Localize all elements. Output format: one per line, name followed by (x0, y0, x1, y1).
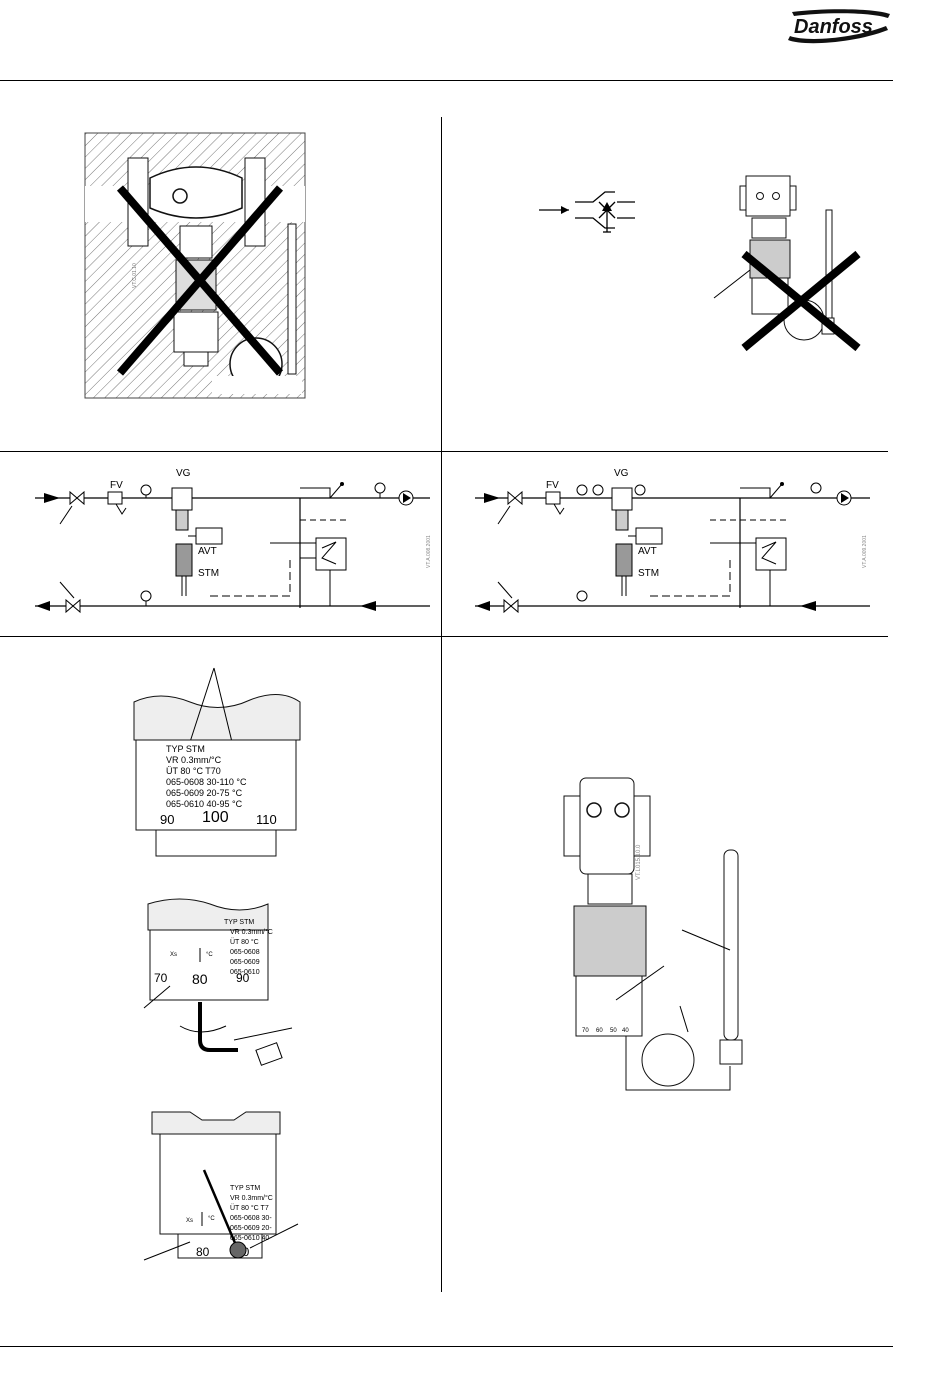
header-rule (0, 80, 893, 81)
svg-text:VT.A.008.2001: VT.A.008.2001 (426, 535, 432, 568)
insulation-installation-figure: VT.C.01.10 (84, 132, 306, 399)
setting-dial-top: TYP STM VR 0.3mm/°C ÜT 80 °C T70 065-060… (133, 667, 301, 857)
svg-text:VR 0.3mm/°C: VR 0.3mm/°C (230, 1194, 273, 1202)
svg-text:TYP STM: TYP STM (230, 1185, 260, 1192)
svg-text:VG: VG (176, 468, 191, 479)
svg-text:VR 0.3mm/°C: VR 0.3mm/°C (230, 928, 273, 936)
svg-text:°C: °C (208, 1216, 215, 1222)
svg-text:065-0610 40-: 065-0610 40- (230, 1235, 272, 1242)
svg-text:70: 70 (582, 1028, 589, 1034)
cross-line-2 (116, 185, 284, 376)
valve-flow-symbol (539, 191, 635, 233)
svg-text:065-0610 40-95 °C: 065-0610 40-95 °C (166, 799, 243, 809)
setting-dial-middle: TYP STM VR 0.3mm/°C ÜT 80 °C 065-0608 06… (143, 898, 293, 1066)
svg-text:065-0610: 065-0610 (230, 969, 260, 976)
svg-text:065-0608 30-110 °C: 065-0608 30-110 °C (166, 777, 247, 787)
svg-text:FV: FV (110, 480, 123, 491)
svg-text:80: 80 (196, 1245, 210, 1259)
svg-text:80: 80 (192, 971, 208, 987)
svg-text:°C: °C (206, 952, 213, 958)
svg-text:AVT: AVT (638, 546, 657, 557)
wrong-orientation-figure (713, 175, 861, 352)
svg-text:065-0609 20-: 065-0609 20- (230, 1225, 272, 1232)
svg-text:90: 90 (236, 971, 250, 985)
setting-dial-bottom: TYP STM VR 0.3mm/°C ÜT 80 °C T7 065-0608… (143, 1111, 299, 1261)
svg-text:60: 60 (596, 1028, 603, 1034)
danfoss-logo: Danfoss (788, 9, 890, 44)
svg-text:VT.A.009.2001: VT.A.009.2001 (862, 535, 868, 568)
row-divider-2 (0, 636, 888, 637)
system-schematic-right: FV VG AVT STM VT.A.009.2001 (475, 468, 870, 614)
svg-text:110: 110 (256, 812, 277, 827)
svg-text:ÜT 80 °C T70: ÜT 80 °C T70 (166, 766, 221, 776)
svg-text:TYP STM: TYP STM (224, 919, 254, 926)
svg-text:Xs: Xs (170, 952, 177, 958)
svg-text:TYP STM: TYP STM (166, 744, 205, 754)
svg-text:FV: FV (546, 480, 559, 491)
svg-text:90: 90 (160, 812, 174, 827)
product-view-figure: 70 60 50 40 VT.L015.10.0 (563, 777, 743, 1091)
footer-rule (0, 1346, 893, 1347)
svg-text:VT.C.01.10: VT.C.01.10 (132, 263, 138, 288)
brand-name: Danfoss (794, 16, 873, 38)
svg-text:AVT: AVT (198, 546, 217, 557)
svg-text:VT.L015.10.0: VT.L015.10.0 (636, 844, 642, 880)
system-schematic-left: FV VG AVT STM VT.A.008.2001 (35, 468, 432, 614)
svg-text:065-0609: 065-0609 (230, 959, 260, 966)
svg-text:100: 100 (202, 809, 229, 826)
svg-text:STM: STM (638, 568, 659, 579)
column-divider (441, 117, 442, 1292)
svg-text:ÜT 80 °C: ÜT 80 °C (230, 938, 259, 946)
svg-text:VG: VG (614, 468, 629, 479)
svg-text:70: 70 (154, 971, 168, 985)
svg-text:VR 0.3mm/°C: VR 0.3mm/°C (166, 755, 222, 765)
svg-text:065-0609 20-75 °C: 065-0609 20-75 °C (166, 788, 243, 798)
svg-text:065-0608: 065-0608 (230, 949, 260, 956)
svg-text:STM: STM (198, 568, 219, 579)
svg-text:065-0608 30-: 065-0608 30- (230, 1215, 272, 1222)
row-divider-1 (0, 451, 888, 452)
svg-text:Xs: Xs (186, 1218, 193, 1224)
svg-text:ÜT 80 °C T7: ÜT 80 °C T7 (230, 1204, 269, 1212)
svg-text:50: 50 (610, 1028, 617, 1034)
svg-text:40: 40 (622, 1028, 629, 1034)
